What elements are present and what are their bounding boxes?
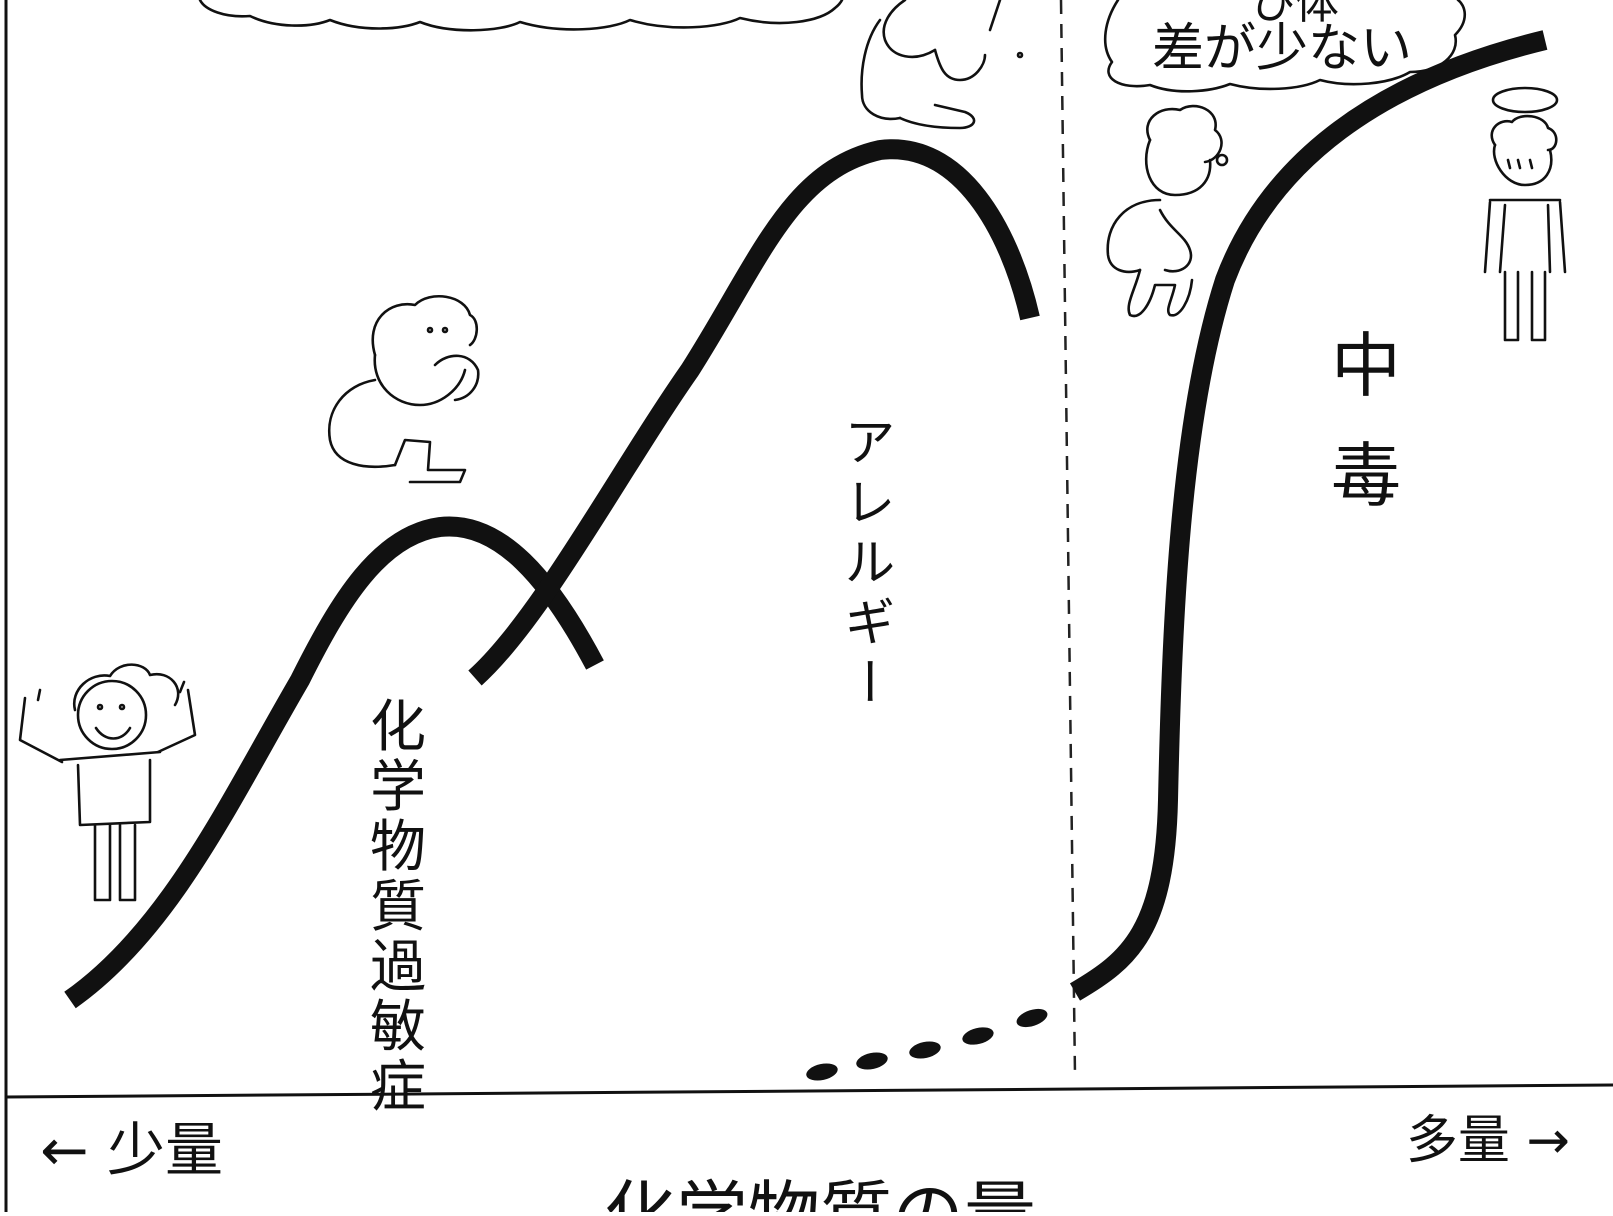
vertical-label-glyph: ル	[845, 534, 895, 592]
vertical-label-glyph: 敏	[370, 995, 426, 1060]
cartoon-worried-person	[327, 295, 480, 484]
vertical-label-glyph: レ	[845, 474, 895, 532]
vertical-label-glyph: 過	[370, 935, 426, 1000]
vertical-label-glyph: 毒	[1331, 435, 1401, 517]
bubble-right-text-line2: 差が少ない	[1152, 19, 1412, 79]
thought-bubble-right	[1103, 0, 1467, 93]
x-axis-line	[5, 1083, 1613, 1099]
curve-allergy	[468, 139, 1040, 686]
x-axis-label-large: 多量 →	[1406, 1111, 1570, 1171]
cartoon-top-person	[860, 0, 1024, 130]
vertical-label-glyph: ア	[845, 414, 895, 472]
vertical-label-glyph: 化	[370, 695, 426, 760]
x-axis-label-small: ← 少量	[40, 1116, 223, 1184]
cartoon-happy-person	[18, 663, 197, 902]
vertical-label-glyph: 中	[1331, 325, 1401, 407]
x-axis-title: 化学物質の量	[604, 1173, 1036, 1212]
curve-chemical-sensitivity	[64, 516, 604, 1009]
vertical-label-glyph: 学	[370, 755, 426, 820]
thought-bubble-left	[198, 0, 844, 32]
vertical-label-glyph: 質	[370, 875, 426, 940]
vertical-label-glyph: 症	[370, 1055, 426, 1120]
cartoon-sick-person	[1106, 104, 1229, 318]
bubble-right-text-line1: ひ体	[1251, 0, 1339, 29]
curve-poisoning	[1069, 30, 1548, 1001]
label-poisoning: 中毒	[1331, 325, 1401, 517]
vertical-label-glyph: ギ	[845, 594, 895, 652]
poisoning-dashed-lead	[806, 1008, 1048, 1081]
divider-dashed-line	[1059, 0, 1077, 1076]
vertical-label-glyph: 物	[370, 815, 426, 880]
vertical-label-glyph: ー	[839, 656, 897, 706]
cartoon-halo-person	[1483, 86, 1567, 342]
